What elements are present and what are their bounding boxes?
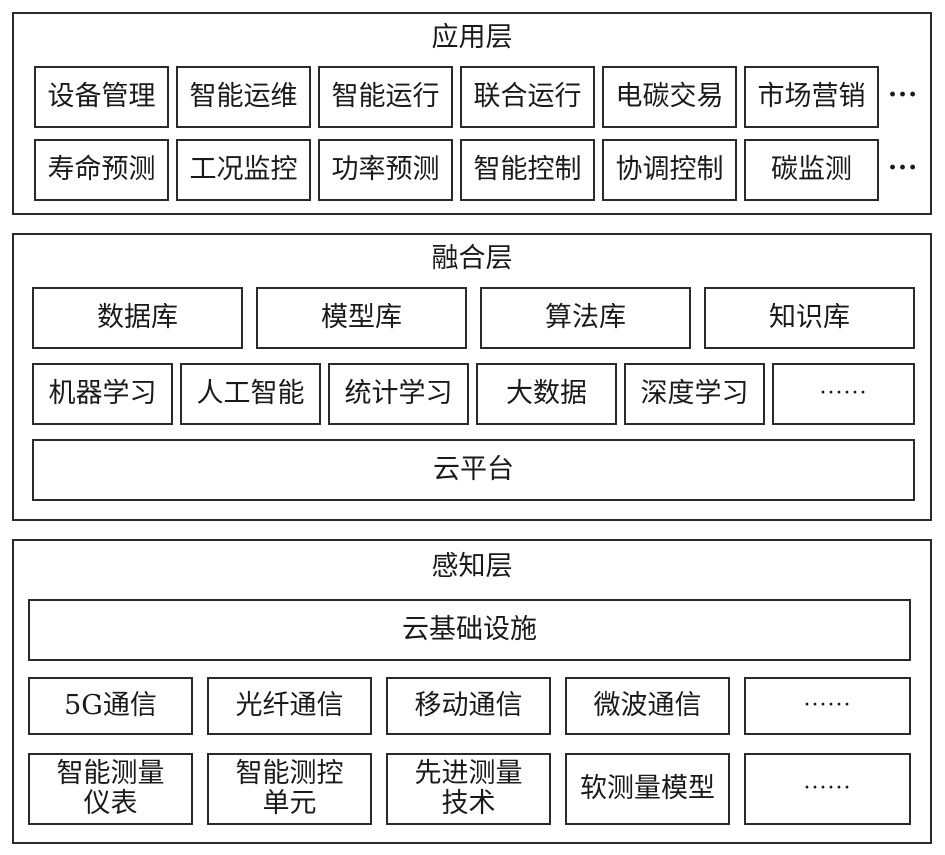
fusion-box-cloud-platform: 云平台	[32, 439, 915, 501]
advanced-measurement-line2: 技术	[441, 788, 496, 819]
perception-box-mobile: 移动通信	[386, 677, 551, 735]
app-box-intelligent-control: 智能控制	[460, 139, 595, 201]
app-box-marketing: 市场营销	[744, 66, 879, 128]
smart-control-unit-line2: 单元	[262, 788, 317, 819]
fusion-box-database: 数据库	[32, 287, 243, 349]
smart-instrument-line2: 仪表	[83, 788, 138, 819]
fusion-box-statistical-learning: 统计学习	[328, 363, 469, 425]
application-layer-title: 应用层	[431, 22, 513, 53]
fusion-box-deep-learning: 深度学习	[624, 363, 765, 425]
app-box-coordinated-control: 协调控制	[602, 139, 737, 201]
app-row1-more: ···	[888, 80, 919, 110]
perception-box-fiber: 光纤通信	[207, 677, 372, 735]
app-box-intelligent-om: 智能运维	[176, 66, 311, 128]
perception-layer-title: 感知层	[431, 551, 513, 582]
perception-box-microwave: 微波通信	[565, 677, 730, 735]
perception-box-comm-more: ······	[744, 677, 911, 735]
fusion-box-model-library: 模型库	[256, 287, 467, 349]
application-layer-panel: 应用层 设备管理 智能运维 智能运行 联合运行 电碳交易 市场营销 ··· 寿命…	[12, 12, 932, 215]
fusion-box-machine-learning: 机器学习	[32, 363, 173, 425]
fusion-box-more: ······	[772, 363, 915, 425]
smart-instrument-line1: 智能测量	[56, 758, 165, 789]
perception-layer-panel: 感知层 云基础设施 5G通信 光纤通信 移动通信 微波通信 ······ 智能测…	[12, 539, 932, 844]
fusion-layer-panel: 融合层 数据库 模型库 算法库 知识库 机器学习 人工智能 统计学习 大数据 深…	[12, 233, 932, 521]
app-box-life-prediction: 寿命预测	[34, 139, 169, 201]
perception-box-advanced-measurement: 先进测量 技术	[386, 753, 551, 825]
app-box-power-prediction: 功率预测	[318, 139, 453, 201]
perception-box-measure-more: ······	[744, 753, 911, 825]
perception-box-cloud-infrastructure: 云基础设施	[28, 599, 911, 661]
perception-box-smart-instrument: 智能测量 仪表	[28, 753, 193, 825]
fusion-box-big-data: 大数据	[476, 363, 617, 425]
perception-box-soft-measurement: 软测量模型	[565, 753, 730, 825]
app-box-carbon-monitoring: 碳监测	[744, 139, 879, 201]
perception-box-smart-control-unit: 智能测控 单元	[207, 753, 372, 825]
fusion-box-artificial-intelligence: 人工智能	[180, 363, 321, 425]
app-box-device-management: 设备管理	[34, 66, 169, 128]
perception-box-5g: 5G通信	[28, 677, 193, 735]
fusion-layer-title: 融合层	[431, 243, 513, 274]
fusion-box-knowledge-library: 知识库	[704, 287, 915, 349]
app-box-condition-monitoring: 工况监控	[176, 139, 311, 201]
advanced-measurement-line1: 先进测量	[414, 758, 523, 789]
app-box-intelligent-operation: 智能运行	[318, 66, 453, 128]
app-box-carbon-trading: 电碳交易	[602, 66, 737, 128]
smart-control-unit-line1: 智能测控	[235, 758, 344, 789]
fusion-box-algorithm-library: 算法库	[480, 287, 691, 349]
app-row2-more: ···	[888, 153, 919, 183]
app-box-joint-operation: 联合运行	[460, 66, 595, 128]
